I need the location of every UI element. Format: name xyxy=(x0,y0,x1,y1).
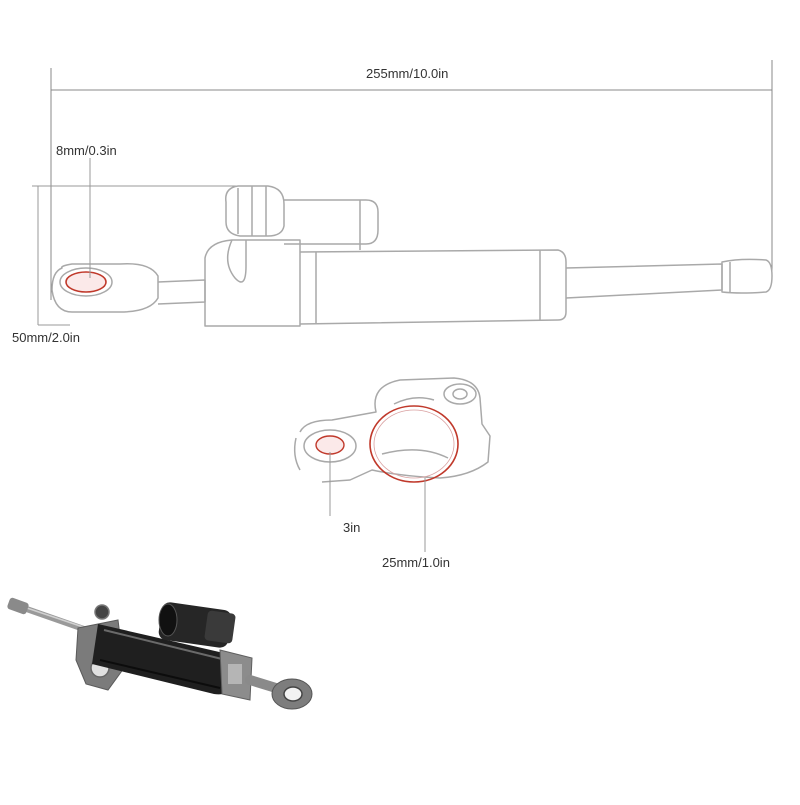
clamp-diameter-label: 25mm/1.0in xyxy=(382,555,450,570)
reservoir-mount-outline xyxy=(284,199,379,245)
valve-block-outline xyxy=(204,239,301,327)
photo-adjuster-knob xyxy=(158,603,178,637)
photo-reservoir-cap xyxy=(204,610,236,644)
eye-hole-highlight xyxy=(65,271,107,293)
photo-rod-tip xyxy=(7,597,29,615)
clamp-body-outline xyxy=(299,377,491,483)
product-photo xyxy=(7,597,313,710)
photo-body-highlight xyxy=(103,629,227,661)
rod-eye-outline xyxy=(51,263,159,313)
width-dimension xyxy=(32,185,250,326)
adjuster-knob-outline xyxy=(225,185,285,237)
photo-rod-end-shaft xyxy=(245,675,281,693)
clamp-slot-lower xyxy=(381,449,449,459)
photo-body-shadow xyxy=(99,659,221,689)
clamp-ring-inner xyxy=(373,409,455,479)
clamp-ring-highlight xyxy=(369,405,459,483)
rod-eye-shaft xyxy=(157,279,206,305)
photo-rod-eye-hole xyxy=(283,686,303,702)
photo-valve-face xyxy=(228,664,242,684)
bolt-size-label: 3in xyxy=(343,520,361,535)
valve-block-cutout xyxy=(226,239,247,283)
bolt-boss-outline xyxy=(443,383,477,405)
photo-clamp-bolt xyxy=(94,604,110,620)
eye-hole-outer xyxy=(59,267,113,297)
clamp-slot-upper xyxy=(393,397,435,405)
overall-length-label: 255mm/10.0in xyxy=(366,66,449,81)
bolt-hole-highlight xyxy=(315,435,345,455)
length-dimension xyxy=(50,60,773,300)
photo-main-body xyxy=(92,624,237,695)
bolt-hex-hole xyxy=(452,388,468,400)
body-width-label: 50mm/2.0in xyxy=(12,330,80,345)
clamp-lower-edge xyxy=(293,437,301,471)
rod-end-cap-outline xyxy=(721,258,773,294)
clamp-bracket-outline xyxy=(293,377,491,483)
eye-diameter-label: 8mm/0.3in xyxy=(56,143,117,158)
damper-outline xyxy=(51,185,773,327)
piston-rod-outline xyxy=(565,263,723,299)
main-cylinder-outline xyxy=(299,249,567,325)
